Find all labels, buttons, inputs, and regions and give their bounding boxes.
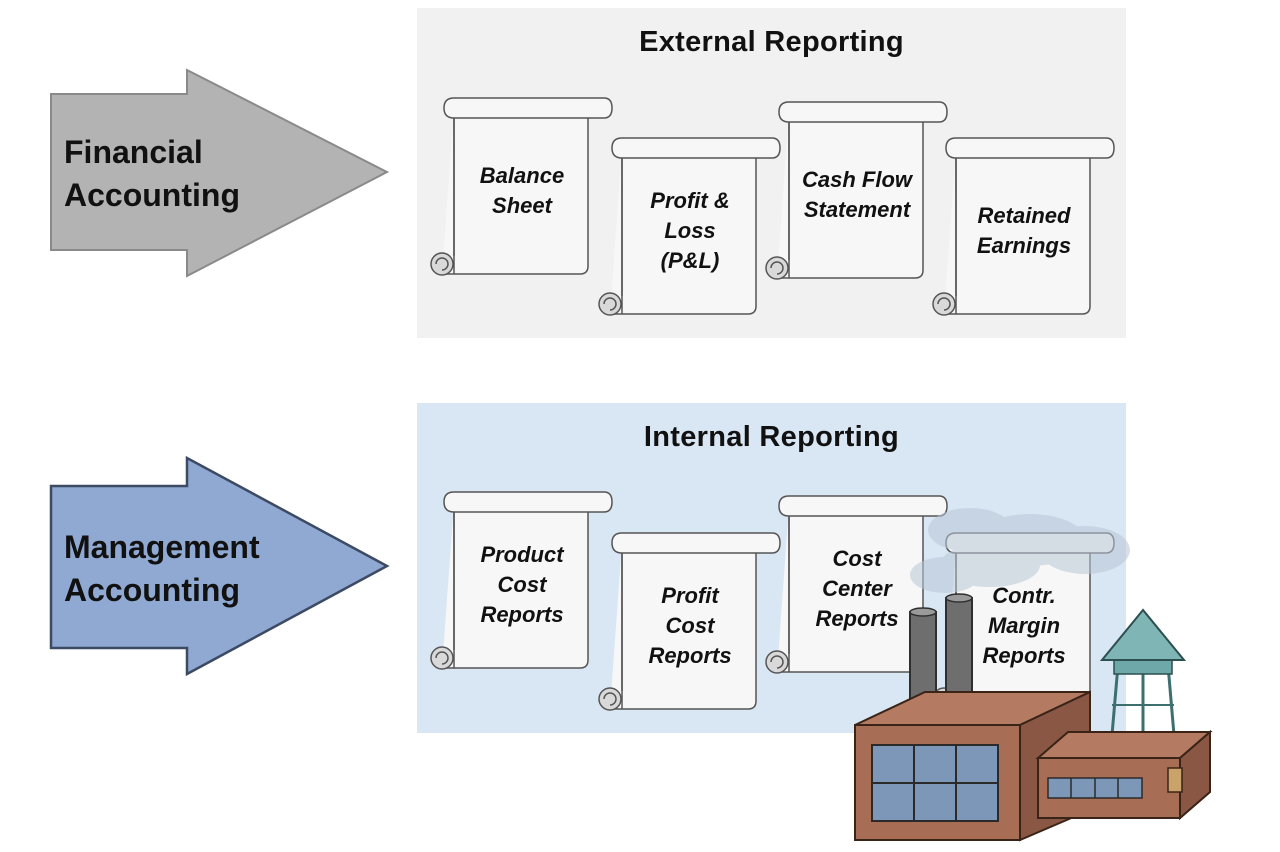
financial-accounting-arrow (49, 68, 394, 280)
scroll-paper-icon (430, 491, 613, 670)
report-title: Cost Center Reports (815, 545, 899, 631)
report-scroll-product-cost: Product Cost Reports (428, 490, 613, 672)
report-title: Profit & Loss (P&L) (650, 187, 730, 273)
report-title: Balance Sheet (479, 162, 565, 218)
report-scroll-cash-flow: Cash Flow Statement (763, 100, 948, 282)
scroll-paper-icon (765, 495, 948, 674)
report-title: Contr. Margin Reports (982, 582, 1066, 668)
management-accounting-label: Management Accounting (64, 529, 260, 608)
management-accounting-arrow (49, 456, 394, 680)
report-scroll-profit-loss: Profit & Loss (P&L) (596, 136, 781, 318)
scroll-paper-icon (598, 532, 781, 711)
financial-accounting-label: Financial Accounting (64, 134, 240, 213)
water-tower (1099, 608, 1187, 736)
report-title: Cash Flow Statement (801, 166, 912, 222)
side-building (1035, 729, 1213, 821)
external-reporting-title: External Reporting (639, 26, 904, 58)
scroll-paper-icon (598, 137, 781, 316)
scroll-paper-icon (430, 97, 613, 276)
report-scroll-retained-earnings: Retained Earnings (930, 136, 1115, 318)
report-title: Retained Earnings (976, 202, 1072, 258)
internal-reporting-title: Internal Reporting (643, 421, 900, 453)
report-title: Profit Cost Reports (648, 582, 732, 668)
report-title: Product Cost Reports (480, 541, 564, 627)
report-scroll-cost-center: Cost Center Reports (763, 494, 948, 676)
report-scroll-profit-cost: Profit Cost Reports (596, 531, 781, 713)
scroll-paper-icon (932, 137, 1115, 316)
scroll-paper-icon (765, 101, 948, 280)
factory-illustration (850, 500, 1220, 852)
smoke-cloud (910, 508, 1130, 593)
report-scroll-balance-sheet: Balance Sheet (428, 96, 613, 278)
